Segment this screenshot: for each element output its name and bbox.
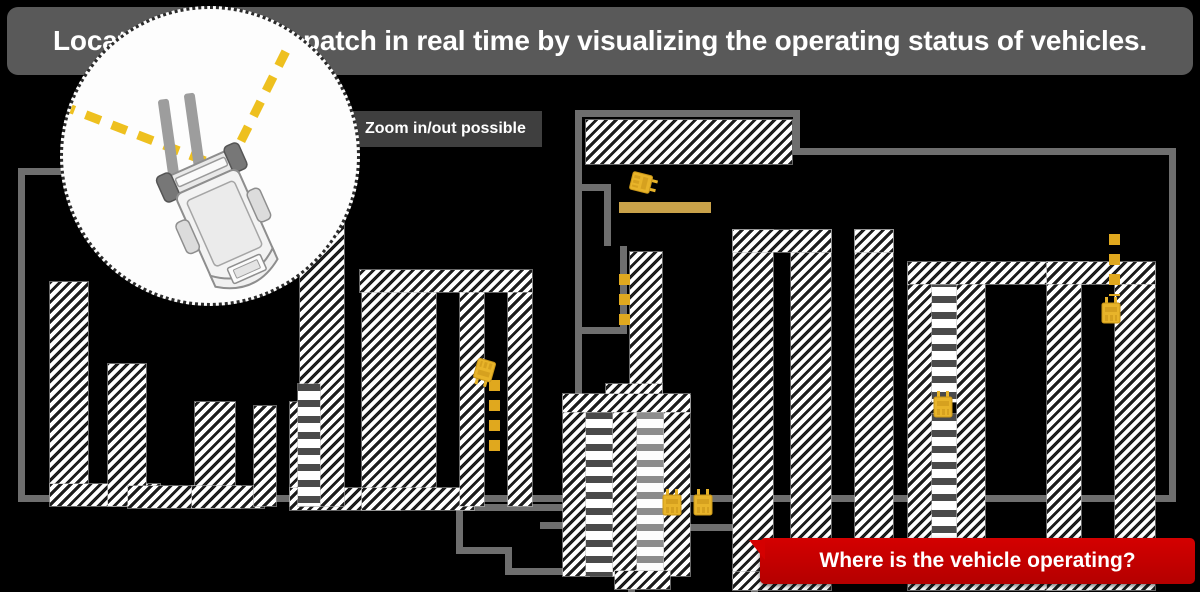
zoom-magnifier[interactable] xyxy=(60,6,360,306)
rack-block xyxy=(362,488,474,510)
rack-block xyxy=(855,230,893,578)
callout-tail-icon xyxy=(749,540,765,560)
rack-block xyxy=(1047,264,1081,579)
rack-block xyxy=(460,280,484,506)
rack-block xyxy=(908,264,936,579)
vehicle-trail xyxy=(619,274,630,329)
rack-block xyxy=(733,230,773,578)
vehicle-marker[interactable] xyxy=(469,355,498,390)
vehicle-trail xyxy=(1109,234,1120,296)
wall-segment xyxy=(604,184,611,246)
rack-block xyxy=(563,396,589,576)
vehicle-icon xyxy=(473,357,496,388)
magnified-vehicle-illustration xyxy=(69,38,296,290)
rack-block xyxy=(586,120,792,164)
rack-block xyxy=(613,396,639,576)
rack-block xyxy=(855,230,893,252)
rack-block xyxy=(791,230,831,578)
rack-block xyxy=(908,262,1088,284)
wall-segment xyxy=(582,184,604,191)
vehicle-marker[interactable] xyxy=(932,390,954,420)
wall-segment xyxy=(456,547,511,554)
rack-block xyxy=(360,270,532,292)
wall-segment xyxy=(456,504,656,511)
wall-segment xyxy=(582,327,627,334)
wall-segment xyxy=(793,148,1176,155)
rack-block xyxy=(1047,262,1155,284)
vehicle-icon xyxy=(933,391,953,418)
beam-right-icon xyxy=(236,38,296,144)
vehicle-marker[interactable] xyxy=(661,488,683,518)
vehicle-icon xyxy=(693,489,713,516)
vehicle-icon xyxy=(662,489,682,516)
rack-block xyxy=(50,282,88,494)
rack-block xyxy=(733,230,831,252)
wall-segment xyxy=(456,504,463,554)
rack-block xyxy=(664,396,690,576)
shelf-block xyxy=(586,412,616,576)
vehicle-marker[interactable] xyxy=(1100,296,1122,326)
vehicle-marker[interactable] xyxy=(692,488,714,518)
shelf-block xyxy=(637,412,667,576)
vehicle-trail xyxy=(619,202,711,213)
wall-segment xyxy=(575,110,582,470)
vehicle-marker[interactable] xyxy=(626,169,660,198)
wall-segment xyxy=(1169,148,1176,502)
wall-segment xyxy=(575,110,800,117)
rack-block xyxy=(508,280,532,506)
callout-banner: Where is the vehicle operating? xyxy=(749,538,1195,584)
beam-left-icon xyxy=(69,104,207,166)
vehicle-body-icon xyxy=(155,142,279,290)
zoom-hint-text: Zoom in/out possible xyxy=(365,120,526,137)
vehicle-icon xyxy=(1101,297,1121,324)
rack-block xyxy=(108,364,146,506)
zoom-hint-label: Zoom in/out possible xyxy=(349,111,542,147)
shelf-block xyxy=(298,384,320,506)
callout-text: Where is the vehicle operating? xyxy=(819,549,1136,572)
wall-segment xyxy=(505,547,512,575)
rack-block xyxy=(615,571,670,589)
wall-segment xyxy=(18,168,25,502)
rack-block xyxy=(362,274,436,506)
vehicle-trail xyxy=(489,380,500,452)
wall-segment xyxy=(793,110,800,155)
shelf-block xyxy=(932,280,960,402)
rack-block xyxy=(563,394,690,412)
rack-block xyxy=(1115,264,1155,579)
rack-block xyxy=(192,486,264,508)
rack-block xyxy=(957,264,985,579)
fork-prongs-icon xyxy=(158,92,205,177)
rack-block xyxy=(254,406,276,506)
vehicle-icon xyxy=(629,171,659,194)
magnifier-lens xyxy=(60,6,360,306)
wall-segment xyxy=(628,524,758,531)
